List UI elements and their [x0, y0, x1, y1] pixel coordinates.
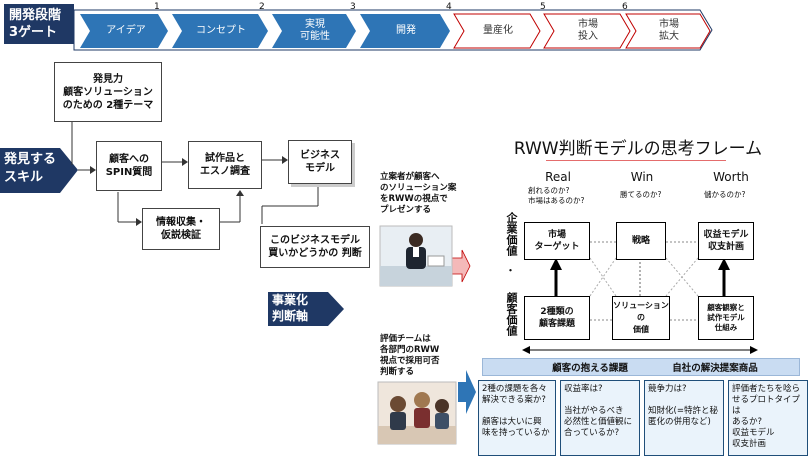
- stage-num-3: 3: [350, 2, 356, 12]
- skill-label: 発見する スキル: [4, 152, 57, 185]
- stage-label-4: 開発: [396, 25, 416, 36]
- col-sub-real: 創れるのか? 市場はあるのか?: [528, 186, 585, 205]
- summary-bar-right: 自社の解決提案商品: [672, 363, 758, 374]
- stage-label-2: コンセプト: [196, 25, 246, 36]
- prototype-box: 試作品と エスノ調査: [188, 141, 262, 189]
- cell-strategy: 戦略: [616, 222, 666, 260]
- stage-label-7: 市場 拡大: [659, 19, 679, 42]
- check-cell-real: 2種の課題を各々 解決できる案か? 顧客は大いに興 味を持っているか: [478, 380, 556, 456]
- business-box: ビジネス モデル: [288, 140, 352, 184]
- photo1-image: [379, 225, 453, 287]
- col-sub-worth: 儲かるのか?: [704, 190, 746, 199]
- stage-chevron-6: [543, 13, 631, 49]
- col-sub-win: 勝てるのか?: [620, 190, 662, 199]
- stage-chevron-2: [172, 14, 268, 48]
- axis-label: 事業化 判断軸: [272, 293, 309, 323]
- axis-arrow-shape: [268, 292, 344, 326]
- stage-label-3: 実現 可能性: [300, 19, 330, 42]
- col-head-real: Real: [545, 170, 571, 184]
- photo2-arrow-shape: [458, 370, 476, 414]
- check-cell-worth2: 評価者たちを唸ら せるプロトタイプは あるか? 収益モデル 収支計画: [728, 380, 808, 456]
- summary-bar: [482, 358, 800, 376]
- photo1-caption: 立案者が顧客へ のソリューション案 をRWWの視点で プレゼンする: [380, 172, 457, 215]
- stage-chevron-7: [625, 13, 711, 49]
- check-cell-win: 競争力は? 知財化(=特許と秘 匿化の併用など): [644, 380, 724, 456]
- stage-chevron-5: [453, 13, 541, 49]
- summary-bar-left: 顧客の抱える課題: [552, 363, 628, 374]
- check-cell-worth1: 収益率は? 当社がやるべき 必然性と価値観に 合っているか?: [560, 380, 640, 456]
- info-box: 情報収集・ 仮説検証: [142, 208, 220, 250]
- stage-num-2: 2: [259, 2, 265, 12]
- stage-num-5: 5: [540, 2, 546, 12]
- judge-box: このビジネスモデル 買いかどうかの 判断: [260, 226, 370, 268]
- left-label-dot: ・: [505, 264, 516, 277]
- stage-chevron-1: [80, 14, 168, 48]
- rww-title-underline: [546, 160, 726, 161]
- col-head-win: Win: [630, 170, 654, 184]
- photo1-arrow-shape: [451, 249, 471, 283]
- stage-num-4: 4: [446, 2, 452, 12]
- discovery-box: 発見力 顧客ソリューション のための 2種テーマ: [54, 62, 162, 122]
- cell-market-target: 市場 ターゲット: [524, 222, 590, 260]
- cell-customer-issues: 2種類の 顧客課題: [524, 296, 590, 340]
- stage-label-1: アイデア: [106, 25, 146, 36]
- stage-num-1: 1: [154, 2, 160, 12]
- photo2-caption: 評価チームは 各部門のRWW 視点で採用可否 判断する: [380, 334, 440, 377]
- stage-chevron-3: [272, 14, 356, 48]
- left-label-corporate: 企業価値: [505, 212, 518, 256]
- spin-box: 顧客への SPIN質問: [96, 141, 162, 191]
- process-label: 開発段階 3ゲート: [4, 4, 74, 44]
- cell-observation: 顧客観察と 試作モデル 仕組み: [698, 296, 754, 340]
- photo2-image: [377, 381, 457, 445]
- col-head-worth: Worth: [713, 170, 749, 184]
- rww-title: RWW判断モデルの思考フレーム: [513, 139, 763, 159]
- cell-solution-value: ソリューションの 価値: [612, 296, 670, 340]
- process-chevrons: [73, 9, 713, 51]
- stage-label-6: 市場 投入: [578, 19, 598, 42]
- stage-num-6: 6: [622, 2, 628, 12]
- stage-chevron-4: [360, 14, 450, 48]
- left-label-customer: 顧客価値: [505, 292, 518, 336]
- cell-revenue-model: 収益モデル 収支計画: [698, 222, 754, 260]
- stage-label-5: 量産化: [483, 25, 513, 36]
